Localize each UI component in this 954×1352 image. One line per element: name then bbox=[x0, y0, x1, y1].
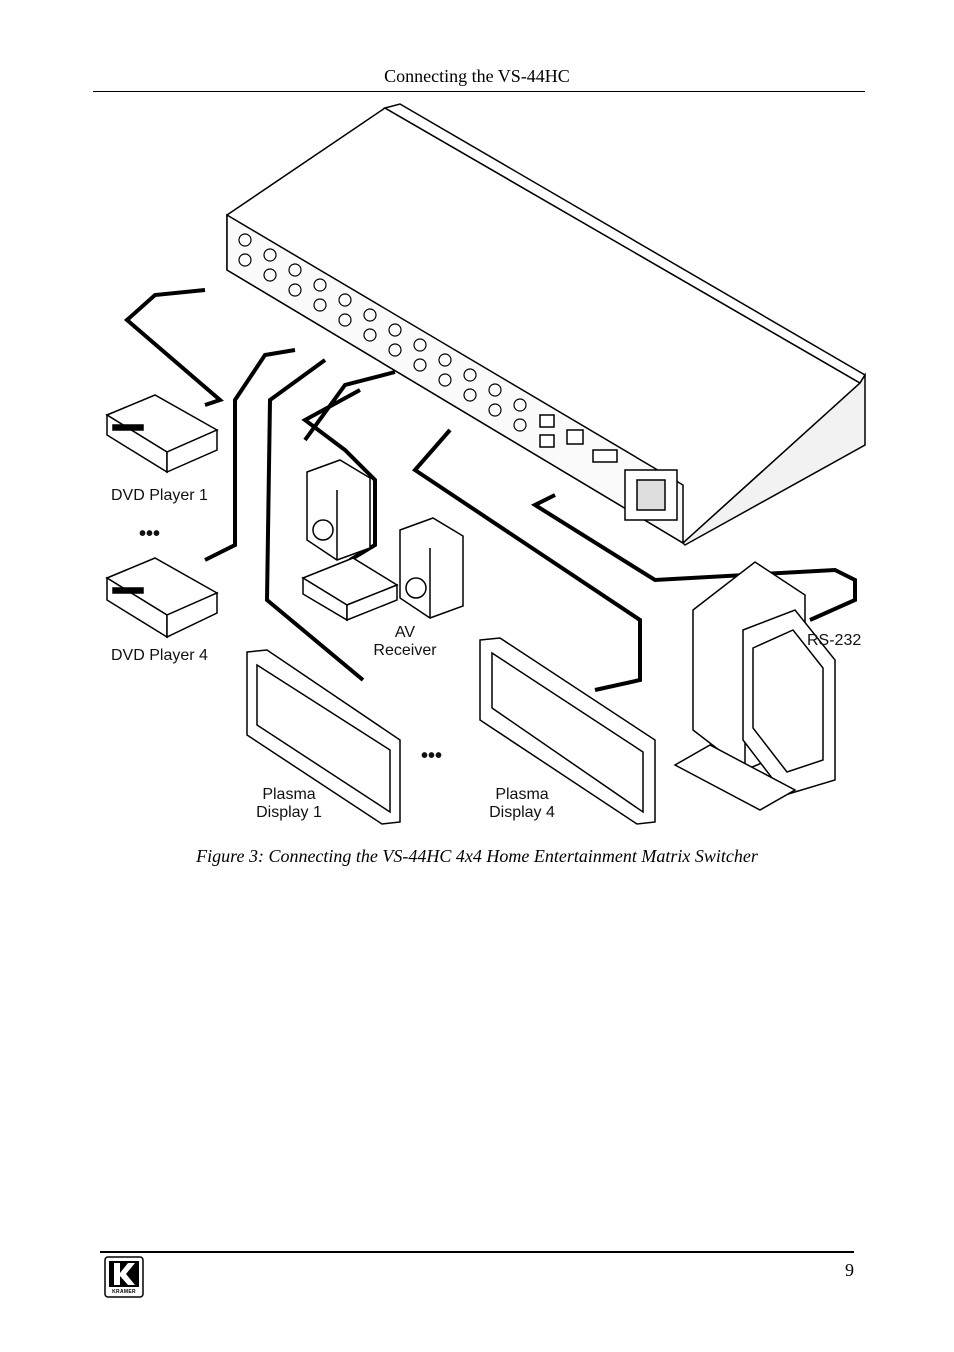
label-plasma-1-line1: Plasma bbox=[262, 786, 315, 803]
label-dvd-player-1: DVD Player 1 bbox=[111, 487, 208, 504]
connection-figure: DVD Player 1 ••• DVD Player 4 AV Receive… bbox=[95, 100, 870, 835]
label-plasma-4-line1: Plasma bbox=[495, 786, 548, 803]
figure-caption: Figure 3: Connecting the VS-44HC 4x4 Hom… bbox=[196, 846, 758, 866]
label-plasma-1-line2: Display 1 bbox=[256, 804, 322, 821]
kramer-logo-word: KRAMER bbox=[112, 1289, 136, 1295]
kramer-logo: KRAMER bbox=[104, 1256, 144, 1298]
ellipsis-plasma: ••• bbox=[421, 745, 442, 767]
label-rs-232: RS-232 bbox=[807, 632, 861, 649]
footer-rule bbox=[100, 1251, 854, 1253]
label-receiver: Receiver bbox=[373, 642, 437, 659]
kramer-logo-icon bbox=[104, 1256, 144, 1298]
ellipsis-dvd: ••• bbox=[139, 523, 160, 545]
plasma-display-1 bbox=[246, 649, 401, 825]
plasma-display-4 bbox=[479, 637, 656, 825]
label-plasma-4-line2: Display 4 bbox=[489, 804, 555, 821]
pc-computer bbox=[673, 561, 836, 811]
page-header-title: Connecting the VS-44HC bbox=[384, 66, 570, 86]
vs-44hc-switcher bbox=[226, 103, 867, 546]
cables bbox=[123, 288, 857, 692]
dvd-player-4 bbox=[105, 557, 219, 639]
header-rule bbox=[93, 91, 865, 92]
dvd-player-1 bbox=[105, 394, 219, 474]
label-av: AV bbox=[395, 624, 415, 641]
label-dvd-player-4: DVD Player 4 bbox=[111, 647, 208, 664]
page-number: 9 bbox=[845, 1260, 854, 1280]
av-receiver-speakers bbox=[301, 459, 464, 622]
connection-diagram: DVD Player 1 ••• DVD Player 4 AV Receive… bbox=[105, 103, 867, 825]
